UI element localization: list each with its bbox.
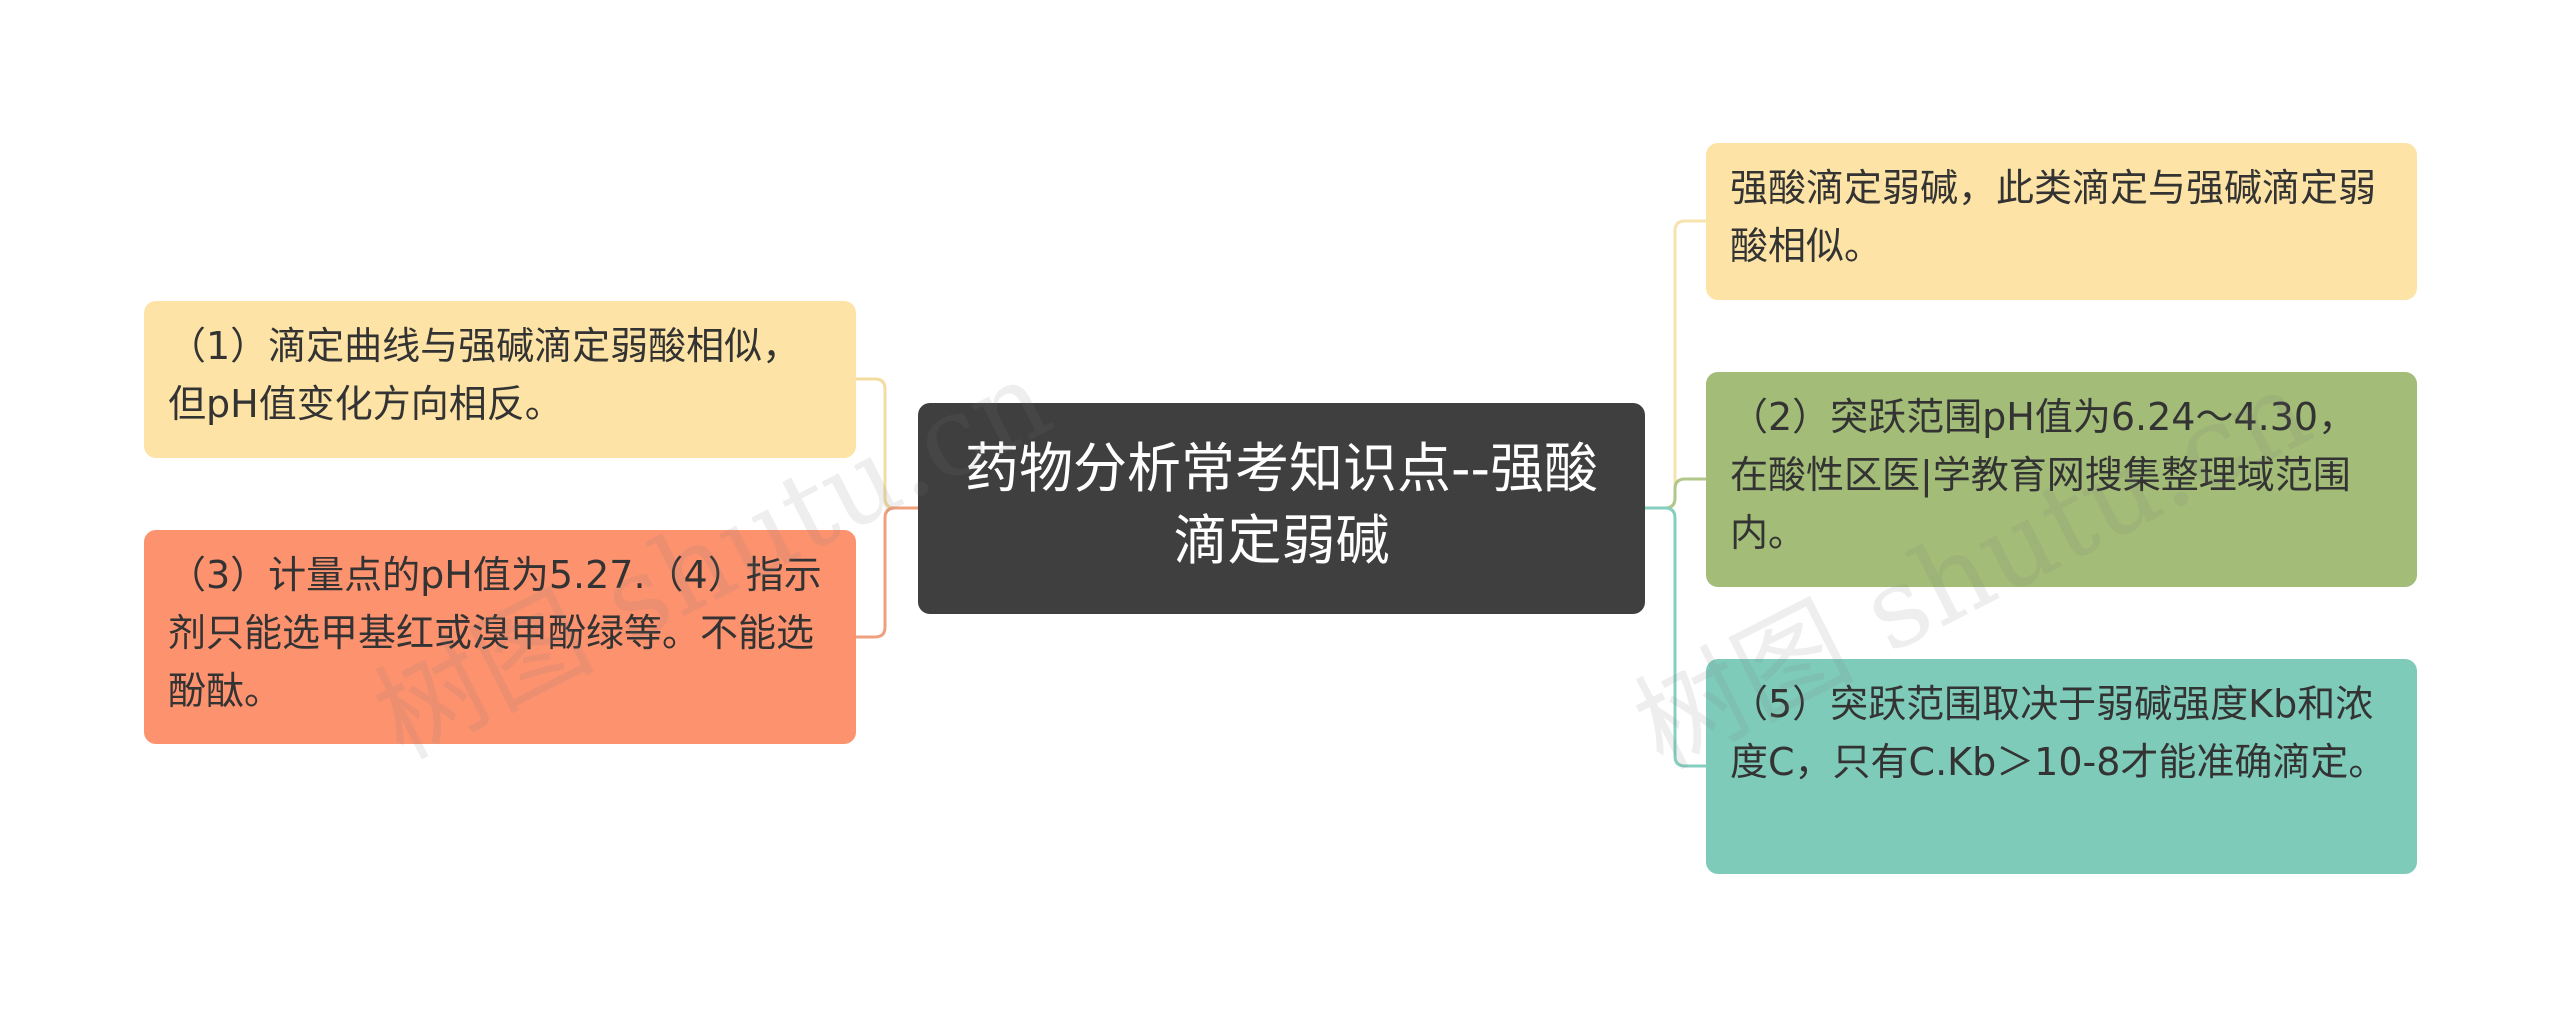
connector-left-2 <box>856 506 918 639</box>
connector-right-2 <box>1645 477 1706 510</box>
topic-node-right-2[interactable]: （2）突跃范围pH值为6.24～4.30，在酸性区医|学教育网搜集整理域范围内。 <box>1706 372 2417 587</box>
topic-node-right-1[interactable]: 强酸滴定弱碱，此类滴定与强碱滴定弱酸相似。 <box>1706 143 2417 300</box>
central-topic-node[interactable]: 药物分析常考知识点--强酸滴定弱碱 <box>918 403 1645 614</box>
topic-node-right-3[interactable]: （5）突跃范围取决于弱碱强度Kb和浓度C，只有C.Kb＞10-8才能准确滴定。 <box>1706 659 2417 874</box>
connector-right-3 <box>1645 506 1706 768</box>
connector-right-1 <box>1645 219 1706 510</box>
topic-node-left-2[interactable]: （3）计量点的pH值为5.27.（4）指示剂只能选甲基红或溴甲酚绿等。不能选酚酞… <box>144 530 856 744</box>
topic-node-left-1[interactable]: （1）滴定曲线与强碱滴定弱酸相似，但pH值变化方向相反。 <box>144 301 856 458</box>
connector-left-1 <box>856 377 918 510</box>
